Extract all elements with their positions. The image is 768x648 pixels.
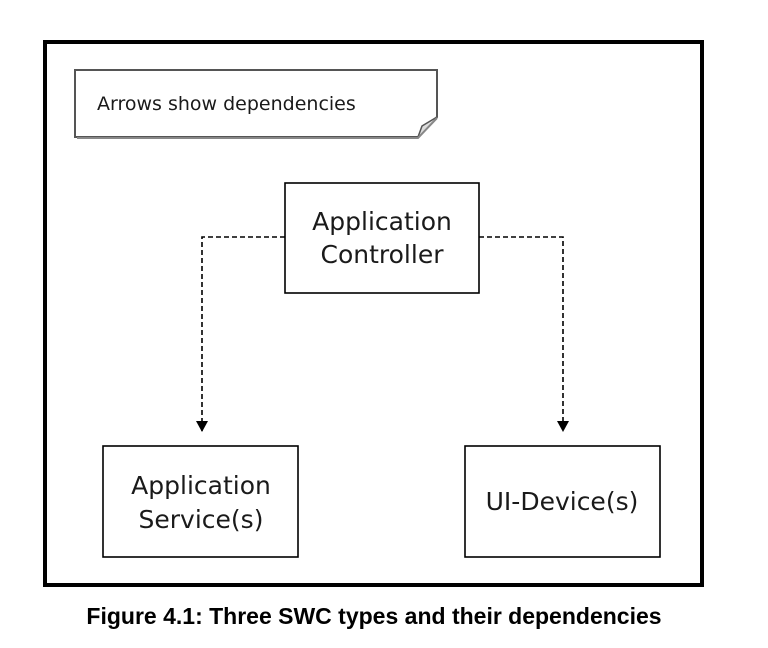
node-application-service: Application Service(s) — [102, 445, 299, 558]
edge-controller-to-service — [196, 236, 285, 432]
edge-controller-to-ui-device — [479, 236, 569, 432]
note: Arrows show dependencies — [74, 69, 438, 139]
node-box — [284, 182, 480, 294]
node-application-controller: Application Controller — [284, 182, 480, 294]
dashed-arrow — [479, 236, 569, 432]
dashed-arrow — [196, 236, 285, 432]
note-shadow — [77, 117, 438, 139]
node-label-line1: Application — [131, 471, 271, 500]
node-box — [102, 445, 299, 558]
node-label-line1: Application — [312, 207, 452, 236]
figure-caption: Figure 4.1: Three SWC types and their de… — [86, 603, 661, 629]
node-ui-device: UI-Device(s) — [464, 445, 661, 558]
note-label: Arrows show dependencies — [97, 93, 356, 115]
node-label-line2: Service(s) — [139, 505, 264, 534]
node-label: UI-Device(s) — [486, 487, 639, 516]
node-box — [464, 445, 661, 558]
node-label-line2: Controller — [321, 240, 445, 269]
